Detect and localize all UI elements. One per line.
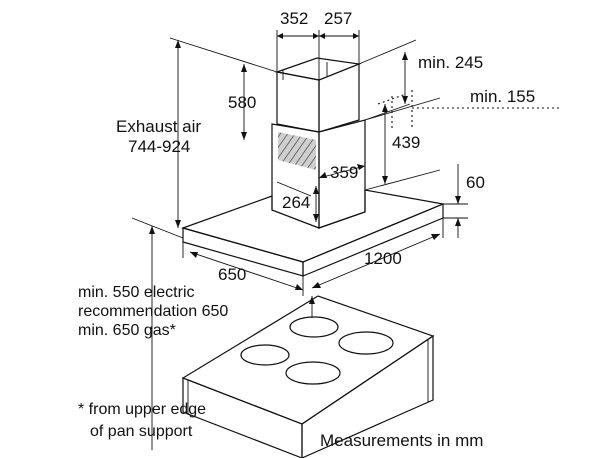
- label-hood-depth: 650: [218, 265, 246, 284]
- chimney-upper: [274, 57, 362, 133]
- label-chimney-width: 352: [280, 9, 308, 28]
- dimension-labels: 352 257 min. 245 min. 155 580 439 359 26…: [218, 9, 535, 284]
- label-chimney-depth: 257: [324, 9, 352, 28]
- label-min-245: min. 245: [418, 53, 483, 72]
- label-359: 359: [330, 163, 358, 182]
- footnote-line-2: of pan support: [90, 423, 193, 440]
- footnote-line-1: * from upper edge: [78, 401, 206, 418]
- clearance-line-3: min. 650 gas*: [78, 322, 176, 339]
- burner-front-left: [240, 344, 290, 366]
- cooktop: [181, 295, 435, 458]
- label-hood-width: 1200: [364, 249, 402, 268]
- notes: Exhaust air 744-924 min. 550 electric re…: [78, 117, 483, 450]
- clearance-line-1: min. 550 electric: [78, 284, 195, 301]
- dimension-lines: [131, 30, 560, 450]
- label-canopy-thickness: 60: [466, 173, 485, 192]
- label-min-155: min. 155: [470, 87, 535, 106]
- clearance-line-2: recommendation 650: [78, 303, 228, 320]
- label-chimney-height: 580: [228, 93, 256, 112]
- burner-back-right: [338, 331, 394, 355]
- units-note: Measurements in mm: [320, 431, 483, 450]
- exhaust-air-range: 744-924: [128, 137, 190, 156]
- ventilation-grille: [278, 132, 316, 170]
- label-439: 439: [392, 133, 420, 152]
- burner-back-left: [289, 316, 339, 338]
- label-264: 264: [282, 193, 310, 212]
- exhaust-air-label: Exhaust air: [116, 117, 201, 136]
- burner-front-right: [285, 361, 341, 385]
